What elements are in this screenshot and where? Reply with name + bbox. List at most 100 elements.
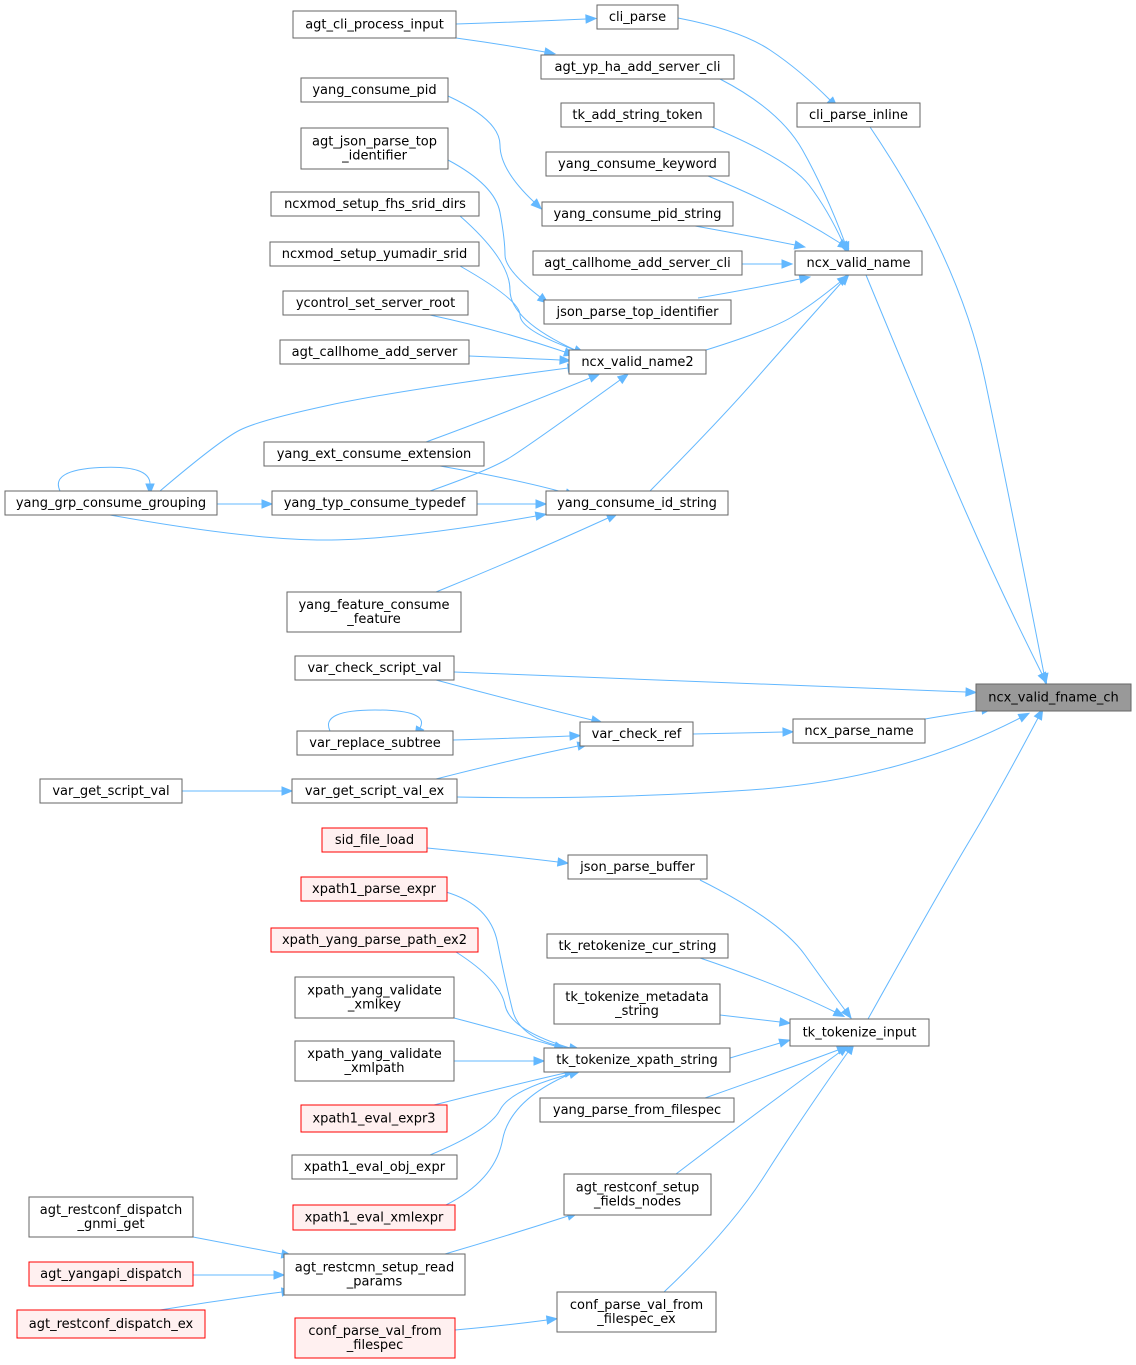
node-label: tk_tokenize_xpath_string xyxy=(556,1053,717,1068)
node-yang_typ_consume_typedef[interactable]: yang_typ_consume_typedef xyxy=(271,490,478,516)
arrowhead-icon xyxy=(840,1006,852,1020)
node-tk_add_string_token[interactable]: tk_add_string_token xyxy=(560,102,715,128)
node-ycontrol_set_server_root[interactable]: ycontrol_set_server_root xyxy=(282,290,469,316)
node-label: xpath_yang_parse_path_ex2 xyxy=(282,933,467,948)
node-conf_parse_val_from_filespec[interactable]: conf_parse_val_from_filespec xyxy=(294,1317,456,1359)
node-tk_retokenize_cur_string[interactable]: tk_retokenize_cur_string xyxy=(546,933,729,959)
node-label: _string xyxy=(614,1004,659,1019)
node-json_parse_top_identifier[interactable]: json_parse_top_identifier xyxy=(543,299,732,325)
arrowhead-icon xyxy=(832,1007,846,1017)
node-xpath1_eval_expr3[interactable]: xpath1_eval_expr3 xyxy=(300,1104,448,1133)
edge-line xyxy=(429,1073,571,1156)
node-yang_consume_pid_string[interactable]: yang_consume_pid_string xyxy=(541,201,734,227)
node-label: agt_callhome_add_server_cli xyxy=(544,256,731,271)
arrowhead-icon xyxy=(530,198,543,210)
node-agt_yangapi_dispatch[interactable]: agt_yangapi_dispatch xyxy=(28,1261,194,1287)
node-box xyxy=(553,983,721,1025)
node-box xyxy=(28,1261,194,1287)
node-box xyxy=(556,1291,717,1333)
node-tk_tokenize_xpath_string[interactable]: tk_tokenize_xpath_string xyxy=(543,1047,731,1073)
node-label: _fields_nodes xyxy=(593,1195,681,1210)
node-agt_restconf_setup_fields_nodes[interactable]: agt_restconf_setup_fields_nodes xyxy=(563,1173,712,1216)
edge-line xyxy=(453,671,967,693)
node-box xyxy=(539,1097,735,1123)
node-label: _xmlkey xyxy=(347,998,402,1013)
node-sid_file_load[interactable]: sid_file_load xyxy=(321,827,428,853)
node-agt_restconf_dispatch_ex[interactable]: agt_restconf_dispatch_ex xyxy=(16,1309,206,1339)
node-xpath_yang_parse_path_ex2[interactable]: xpath_yang_parse_path_ex2 xyxy=(270,927,479,953)
node-label: ncx_valid_fname_ch xyxy=(988,691,1119,706)
node-yang_consume_id_string[interactable]: yang_consume_id_string xyxy=(545,490,729,516)
call-edge-tk_tokenize_xpath_string-to-tk_tokenize_input xyxy=(729,1038,791,1059)
node-box xyxy=(596,4,679,30)
node-ncxmod_setup_fhs_srid_dirs[interactable]: ncxmod_setup_fhs_srid_dirs xyxy=(270,191,480,217)
node-cli_parse_inline[interactable]: cli_parse_inline xyxy=(796,102,921,128)
node-xpath1_parse_expr[interactable]: xpath1_parse_expr xyxy=(300,876,448,902)
call-edge-json_parse_top_identifier-to-ncx_valid_name xyxy=(697,274,812,299)
node-xpath_yang_validate_xmlkey[interactable]: xpath_yang_validate_xmlkey xyxy=(294,976,455,1019)
node-yang_parse_from_filespec[interactable]: yang_parse_from_filespec xyxy=(539,1097,735,1123)
node-var_replace_subtree[interactable]: var_replace_subtree xyxy=(296,730,454,756)
edge-line xyxy=(445,1073,571,1206)
node-yang_consume_keyword[interactable]: yang_consume_keyword xyxy=(545,151,730,177)
node-xpath1_eval_xmlexpr[interactable]: xpath1_eval_xmlexpr xyxy=(292,1204,456,1231)
node-var_check_script_val[interactable]: var_check_script_val xyxy=(294,655,455,681)
node-label: ncx_parse_name xyxy=(804,724,913,739)
node-agt_callhome_add_server_cli[interactable]: agt_callhome_add_server_cli xyxy=(532,250,743,276)
arrowhead-icon xyxy=(793,240,807,250)
arrowhead-icon xyxy=(587,373,601,383)
arrowhead-icon xyxy=(533,1056,546,1066)
node-box xyxy=(294,1040,455,1082)
call-edge-yang_grp_consume_grouping-to-yang_typ_consume_typedef xyxy=(217,499,274,509)
node-json_parse_buffer[interactable]: json_parse_buffer xyxy=(567,854,708,880)
node-agt_callhome_add_server[interactable]: agt_callhome_add_server xyxy=(279,339,470,365)
node-conf_parse_val_from_filespec_ex[interactable]: conf_parse_val_from_filespec_ex xyxy=(556,1291,717,1333)
node-ncxmod_setup_yumadir_srid[interactable]: ncxmod_setup_yumadir_srid xyxy=(269,241,480,267)
node-ncx_valid_fname_ch[interactable]: ncx_valid_fname_ch xyxy=(975,683,1132,712)
node-label: yang_consume_id_string xyxy=(557,496,717,511)
arrowhead-icon xyxy=(273,1270,286,1280)
node-agt_restcmn_setup_read_params[interactable]: agt_restcmn_setup_read_params xyxy=(283,1253,466,1296)
node-cli_parse[interactable]: cli_parse xyxy=(596,4,679,30)
node-yang_feature_consume_feature[interactable]: yang_feature_consume_feature xyxy=(286,591,462,633)
node-ncx_valid_name[interactable]: ncx_valid_name xyxy=(794,250,923,276)
node-box xyxy=(321,827,428,853)
node-label: _identifier xyxy=(341,149,407,164)
call-edge-json_parse_buffer-to-tk_tokenize_input xyxy=(699,879,852,1020)
node-yang_grp_consume_grouping[interactable]: yang_grp_consume_grouping xyxy=(4,490,218,516)
node-box xyxy=(300,77,449,103)
node-box xyxy=(546,933,729,959)
node-agt_restconf_dispatch_gnmi_get[interactable]: agt_restconf_dispatch_gnmi_get xyxy=(28,1196,194,1238)
node-box xyxy=(794,250,923,276)
node-label: var_get_script_val xyxy=(52,784,169,799)
edge-line xyxy=(109,514,537,541)
node-var_check_ref[interactable]: var_check_ref xyxy=(579,721,694,747)
node-tk_tokenize_input[interactable]: tk_tokenize_input xyxy=(789,1018,930,1047)
arrowhead-icon xyxy=(1037,671,1048,685)
node-label: ncxmod_setup_yumadir_srid xyxy=(282,247,468,262)
node-tk_tokenize_metadata_string[interactable]: tk_tokenize_metadata_string xyxy=(553,983,721,1025)
edge-line xyxy=(675,1051,841,1175)
node-var_get_script_val_ex[interactable]: var_get_script_val_ex xyxy=(291,778,458,804)
node-agt_yp_ha_add_server_cli[interactable]: agt_yp_ha_add_server_cli xyxy=(540,54,735,80)
node-agt_json_parse_top_identifier[interactable]: agt_json_parse_top_identifier xyxy=(300,127,449,170)
call-edge-yang_feature_consume_feature-to-yang_consume_id_string xyxy=(435,513,619,593)
node-label: yang_consume_pid_string xyxy=(553,207,721,222)
edge-line xyxy=(459,265,576,351)
node-label: tk_retokenize_cur_string xyxy=(558,939,716,954)
edge-line xyxy=(699,957,836,1013)
node-label: xpath_yang_validate xyxy=(307,1047,442,1062)
node-yang_ext_consume_extension[interactable]: yang_ext_consume_extension xyxy=(263,441,485,467)
node-agt_cli_process_input[interactable]: agt_cli_process_input xyxy=(292,10,457,39)
call-edge-yang_typ_consume_typedef-to-ncx_valid_name2 xyxy=(429,373,630,492)
node-var_get_script_val[interactable]: var_get_script_val xyxy=(39,778,183,804)
node-ncx_parse_name[interactable]: ncx_parse_name xyxy=(792,718,926,744)
node-xpath_yang_validate_xmlpath[interactable]: xpath_yang_validate_xmlpath xyxy=(294,1040,455,1082)
node-label: conf_parse_val_from xyxy=(570,1298,703,1313)
node-yang_consume_pid[interactable]: yang_consume_pid xyxy=(300,77,449,103)
node-xpath1_eval_obj_expr[interactable]: xpath1_eval_obj_expr xyxy=(291,1154,458,1180)
edge-line xyxy=(867,717,1039,1020)
node-ncx_valid_name2[interactable]: ncx_valid_name2 xyxy=(568,349,707,375)
node-box xyxy=(568,349,707,375)
